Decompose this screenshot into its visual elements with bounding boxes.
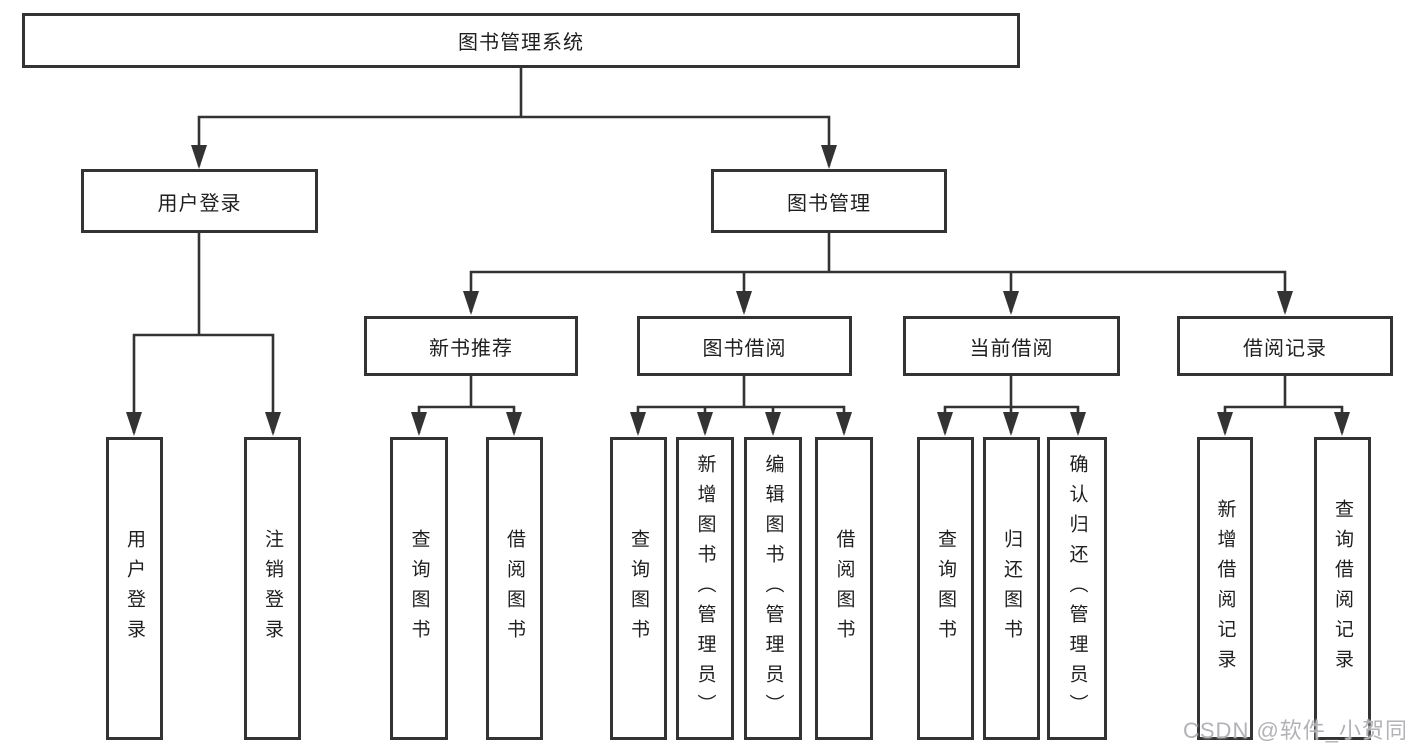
node-new-book-recommend: 新书推荐 [364,316,578,376]
connector-bookborrow-to-leaves [636,376,846,433]
leaf-return-book-label: 归还图书 [1001,528,1022,649]
leaf-add-borrow-record-label: 新增借阅记录 [1214,498,1236,679]
arrowhead-icon [126,145,1350,436]
leaf-borrow-books-label: 借阅图书 [833,528,855,649]
leaf-confirm-return-admin-label: 确认归还（管理员） [1066,453,1088,724]
leaf-query-books-recommend: 查询图书 [390,437,448,740]
leaf-user-login: 用户登录 [106,437,163,740]
leaf-query-books-current-label: 查询图书 [935,528,956,649]
leaf-add-book-admin: 新增图书（管理员） [676,437,734,740]
connector-newbook-to-leaves [417,376,516,433]
leaf-add-book-admin-label: 新增图书（管理员） [694,453,716,724]
node-borrow-records: 借阅记录 [1177,316,1393,376]
leaf-query-books-current: 查询图书 [917,437,974,740]
node-library-system: 图书管理系统 [22,13,1020,68]
leaf-query-books-recommend-label: 查询图书 [408,528,430,649]
leaf-borrow-books-recommend-label: 借阅图书 [504,528,525,649]
csdn-watermark: CSDN @软件_小贺同学 [1183,718,1405,743]
connector-root-to-level2 [197,68,831,166]
leaf-confirm-return-admin: 确认归还（管理员） [1047,437,1107,740]
leaf-query-borrow-record-label: 查询借阅记录 [1332,498,1353,679]
leaf-edit-book-admin-label: 编辑图书（管理员） [762,453,784,724]
leaf-borrow-books-recommend: 借阅图书 [486,437,543,740]
connector-userlogin-to-leaves [132,233,275,433]
leaf-edit-book-admin: 编辑图书（管理员） [744,437,802,740]
leaf-add-borrow-record: 新增借阅记录 [1197,437,1253,740]
leaf-return-book: 归还图书 [983,437,1040,740]
leaf-query-books-borrow-label: 查询图书 [628,528,649,649]
leaf-user-login-label: 用户登录 [124,528,145,649]
node-user-login: 用户登录 [81,169,318,233]
leaf-query-books-borrow: 查询图书 [610,437,667,740]
leaf-logout: 注销登录 [244,437,301,740]
connector-bookmgmt-to-level3 [469,233,1287,312]
leaf-logout-label: 注销登录 [262,528,283,649]
connector-borrowrecord-to-leaves [1223,376,1344,433]
leaf-query-borrow-record: 查询借阅记录 [1314,437,1371,740]
node-current-borrow: 当前借阅 [903,316,1120,376]
leaf-borrow-books: 借阅图书 [815,437,873,740]
node-book-borrow: 图书借阅 [637,316,852,376]
node-book-management: 图书管理 [711,169,947,233]
